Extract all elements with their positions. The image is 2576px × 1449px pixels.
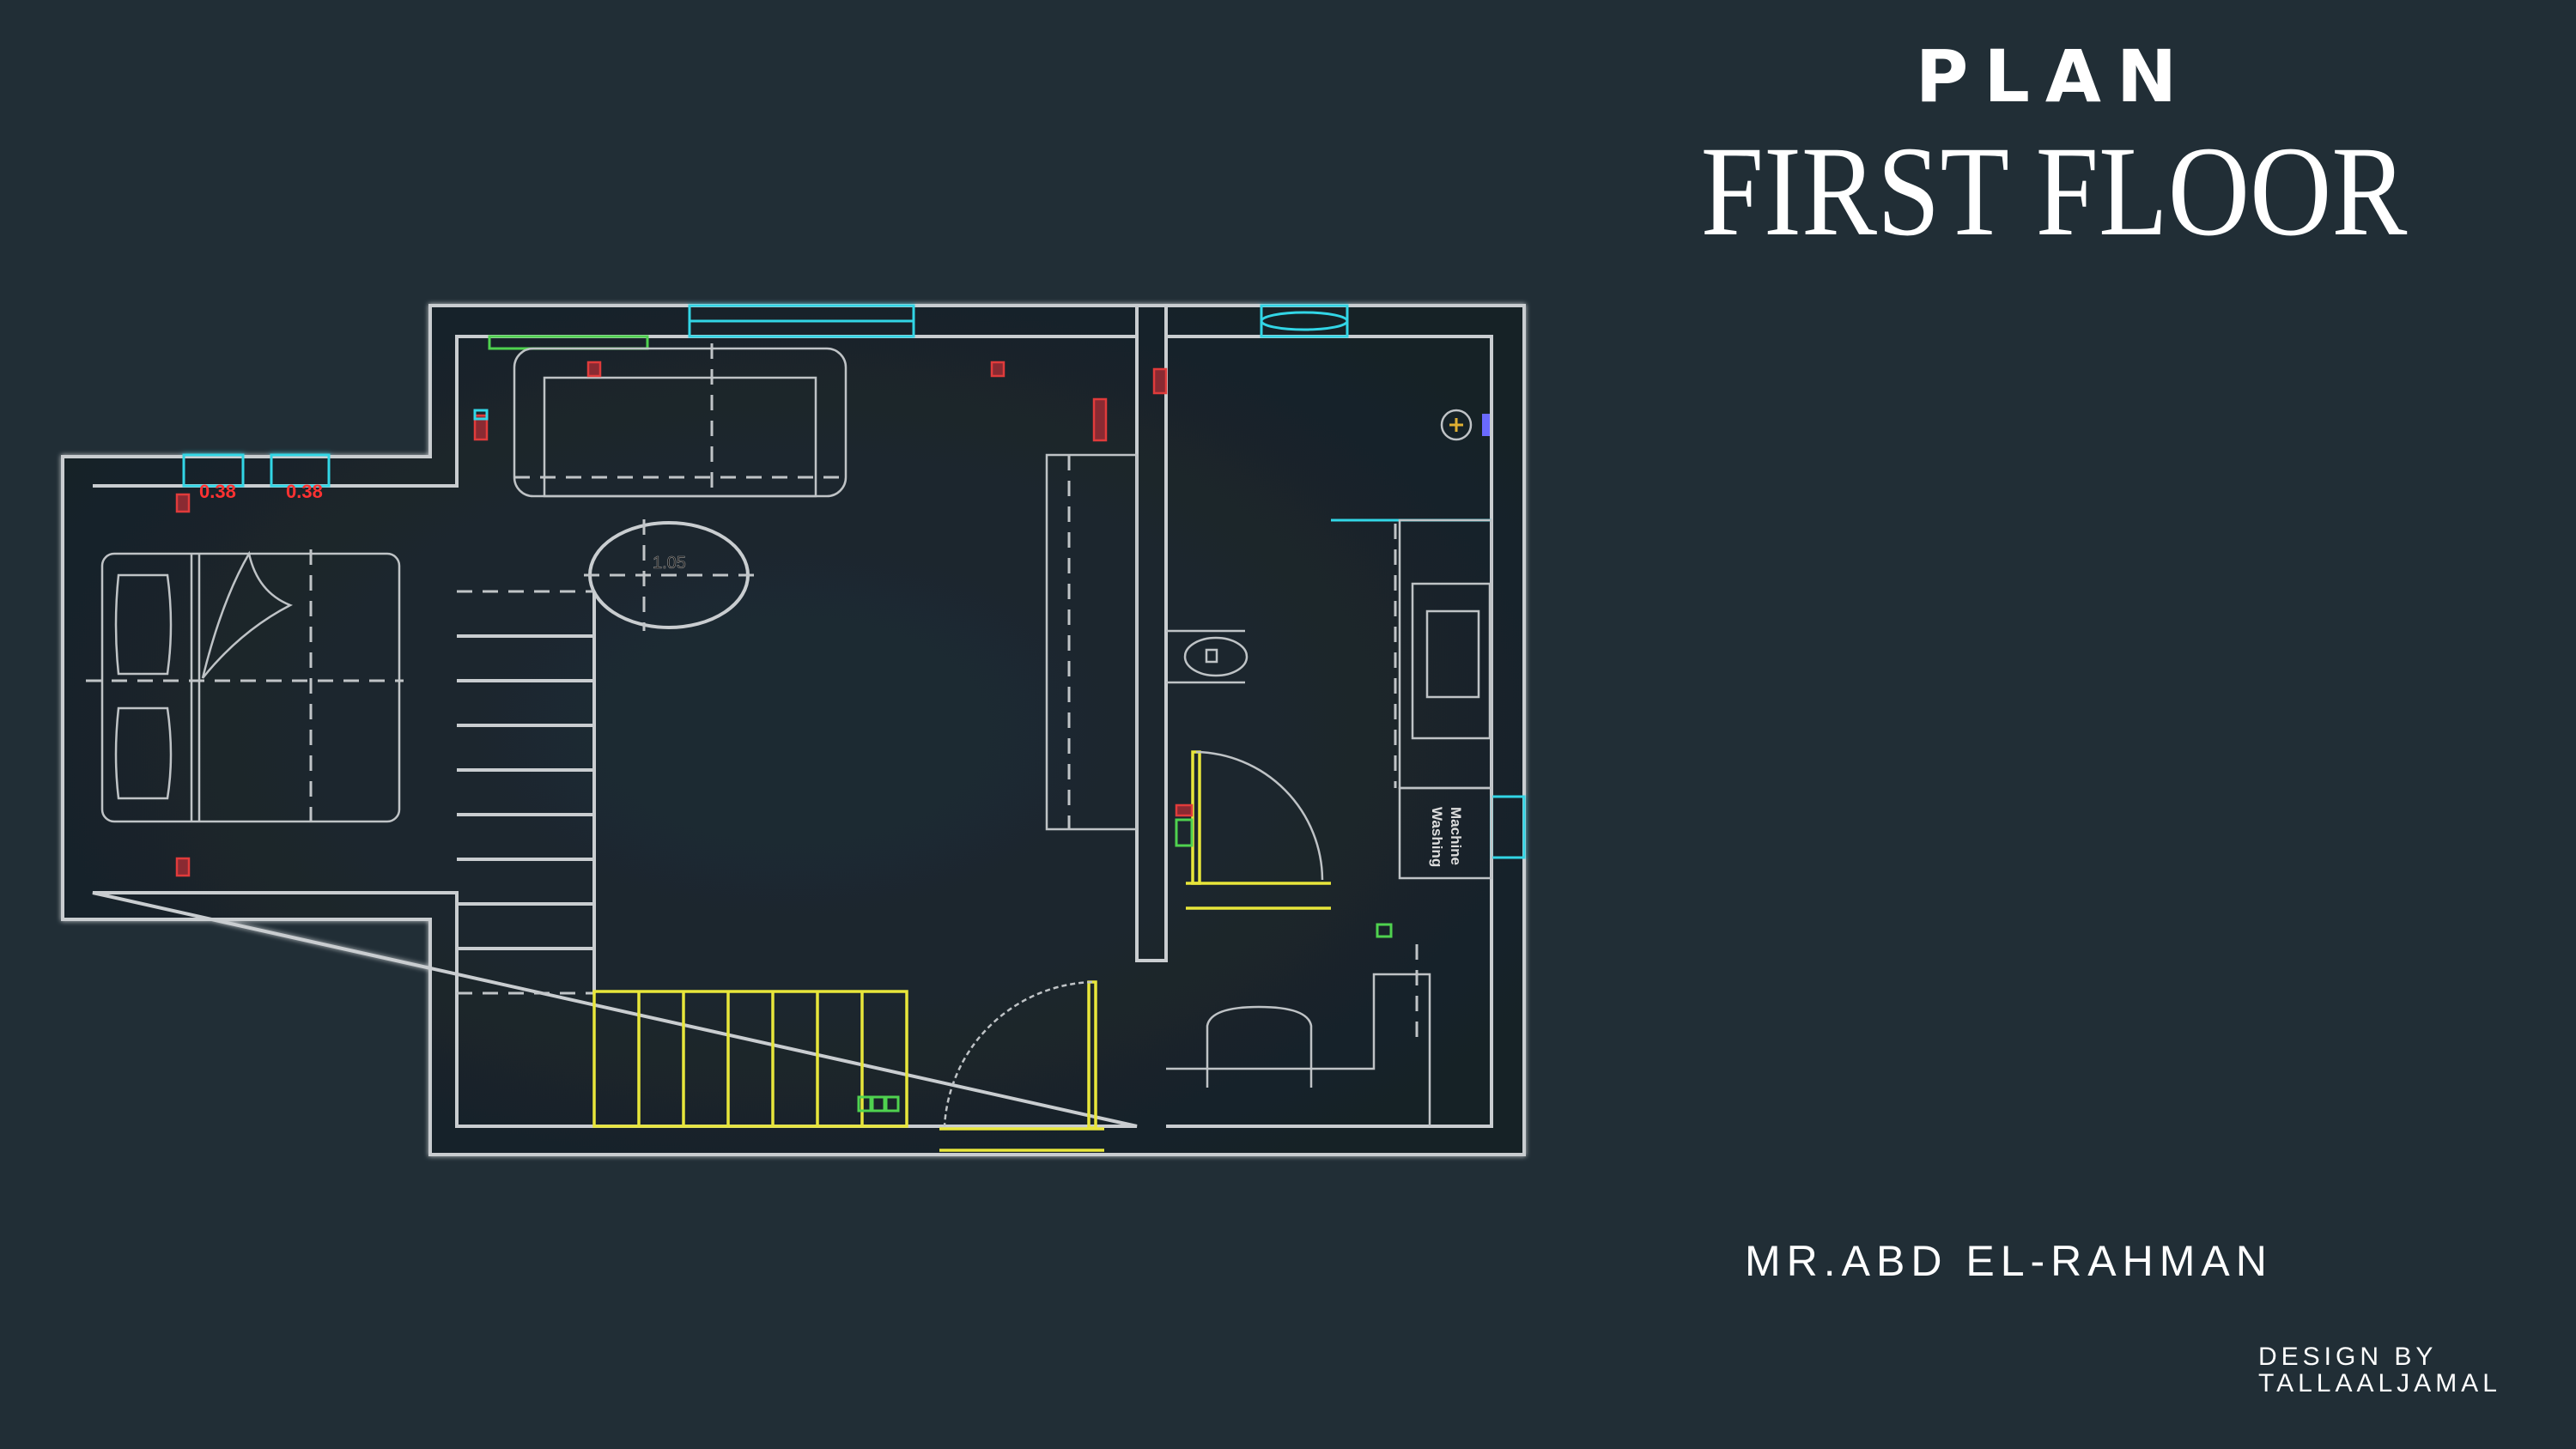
coffee-table: [584, 519, 756, 631]
switch: [1175, 818, 1194, 847]
switch: [473, 409, 489, 421]
plan-kicker: PLAN: [1915, 34, 2193, 118]
closet: [592, 990, 908, 1128]
entry-door: [939, 980, 1104, 1152]
window-height-label-1: 0.38: [199, 481, 236, 502]
socket: [1092, 397, 1108, 442]
credit-line-1: DESIGN BY: [2258, 1343, 2438, 1371]
floor-area: [63, 306, 1524, 1155]
window-height-label-2: 0.38: [286, 481, 323, 502]
window-living: [688, 304, 915, 338]
washing-machine-label-2: Machine: [1448, 807, 1464, 865]
socket: [175, 857, 191, 877]
window-bath: [1260, 304, 1349, 338]
socket: [586, 361, 602, 378]
wardrobe: [1045, 453, 1139, 831]
credit-line-2: TALLAALJAMAL: [2258, 1369, 2501, 1397]
socket: [1175, 803, 1194, 817]
window-tag-1: [182, 453, 245, 488]
sofa: [513, 343, 848, 498]
window-tag-2: [270, 453, 331, 488]
socket: [990, 361, 1005, 378]
designer-credit: DESIGN BY TALLAALJAMAL: [2258, 1343, 2501, 1397]
socket: [175, 493, 191, 513]
switch: [1376, 923, 1393, 938]
bath-door: [1186, 750, 1331, 910]
lower-bath: [1166, 944, 1431, 1126]
client-name: MR.ABD EL-RAHMAN: [1745, 1237, 2273, 1285]
washing-machine: Washing Machine: [1398, 786, 1493, 880]
outer-wall: [61, 304, 1526, 1156]
washing-machine-label-1: Washing: [1429, 807, 1445, 867]
table-dimension-label: 1.05: [653, 554, 686, 573]
socket: [473, 414, 489, 441]
page-title: FIRST FLOOR: [1700, 120, 2408, 263]
toilet: [1166, 629, 1249, 684]
bed: [86, 549, 404, 824]
shower-fixture: [1440, 409, 1490, 441]
socket: [1152, 367, 1168, 395]
staircase: [457, 590, 596, 995]
vanity: [1331, 518, 1493, 790]
